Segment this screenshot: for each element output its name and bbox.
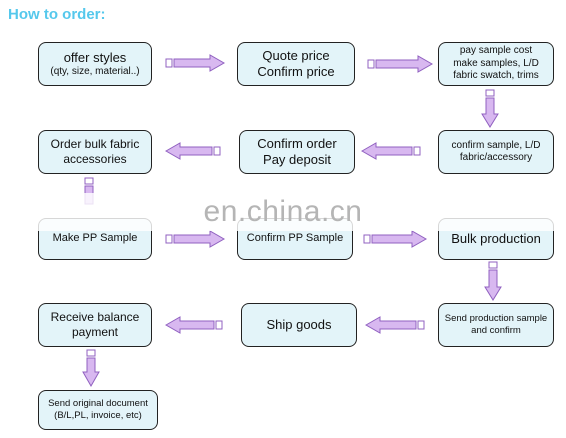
step-ship-goods: Ship goods (241, 303, 357, 347)
watermark: en.china.cn (0, 193, 566, 231)
step-order-bulk-fabric: Order bulk fabric accessories (38, 130, 152, 174)
step-pay-sample-cost: pay sample cost make samples, L/D fabric… (438, 42, 554, 86)
arrow-confirm-sample-to-order (360, 142, 421, 160)
arrow-sample-cost-to-confirm-sample (481, 89, 499, 128)
step-confirm-sample: confirm sample, L/D fabric/accessory (438, 130, 554, 174)
arrow-bulk-to-production-sample (484, 261, 502, 301)
arrow-pp-to-confirm-pp (165, 230, 226, 248)
step-offer-styles: offer styles (qty, size, material..) (38, 42, 152, 86)
step-confirm-order: Confirm order Pay deposit (239, 130, 355, 174)
arrow-quote-to-sample-cost (367, 55, 434, 73)
arrow-order-to-bulk-fabric (164, 142, 221, 160)
arrow-offer-to-quote (165, 54, 226, 72)
arrow-confirm-pp-to-bulk (363, 230, 428, 248)
arrow-production-to-ship (364, 316, 425, 334)
page-title: How to order: (8, 6, 106, 23)
step-send-original-document: Send original document (B/L,PL, invoice,… (38, 390, 158, 430)
arrow-balance-to-documents (82, 349, 100, 388)
step-receive-balance: Receive balance payment (38, 303, 152, 347)
arrow-ship-to-balance (164, 316, 223, 334)
step-send-production-sample: Send production sample and confirm (438, 303, 554, 347)
step-quote-price: Quote price Confirm price (237, 42, 355, 86)
